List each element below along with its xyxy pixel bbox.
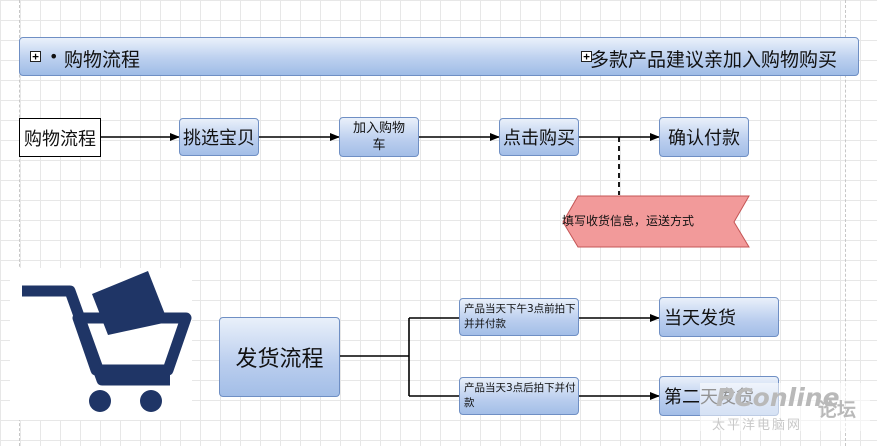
callout-label: 填写收货信息，运送方式 — [562, 214, 695, 228]
node-condition-before-3pm[interactable]: 产品当天下午3点前拍下并并付款 — [459, 298, 579, 336]
node-condition-after-3pm[interactable]: 产品当天3点后拍下并付款 — [459, 377, 579, 415]
banner-bullet: • — [49, 47, 59, 66]
banner-note: 多款产品建议亲加入购物购买 — [590, 49, 838, 71]
node-add-to-cart[interactable]: 加入购物车 — [339, 117, 419, 157]
cart-wheel-left — [89, 390, 111, 412]
cart-box — [92, 271, 168, 335]
cart-basket — [72, 312, 192, 376]
shopping-cart-icon — [10, 268, 192, 420]
expand-icon-right[interactable]: + — [581, 51, 592, 62]
watermark-site: 太平洋电脑网 — [712, 418, 803, 433]
banner-title: 购物流程 — [64, 49, 141, 71]
node-shopping-start[interactable]: 购物流程 — [19, 118, 101, 157]
watermark-brand: PConline — [716, 383, 840, 412]
page-guide-right — [845, 0, 846, 446]
node-click-buy[interactable]: 点击购买 — [499, 118, 579, 156]
page-guide-left — [19, 0, 20, 446]
node-same-day-shipping[interactable]: 当天发货 — [659, 297, 779, 337]
node-pick-item[interactable]: 挑选宝贝 — [179, 118, 259, 156]
banner: + • 购物流程 多款产品建议亲加入购物购买 + — [19, 37, 859, 76]
expand-icon[interactable]: + — [30, 51, 41, 62]
node-shipping-start[interactable]: 发货流程 — [219, 317, 340, 397]
watermark-forum: 论坛 — [818, 399, 857, 421]
watermark — [700, 383, 870, 431]
cart-wheel-right — [140, 390, 162, 412]
node-confirm-payment[interactable]: 确认付款 — [659, 117, 749, 157]
